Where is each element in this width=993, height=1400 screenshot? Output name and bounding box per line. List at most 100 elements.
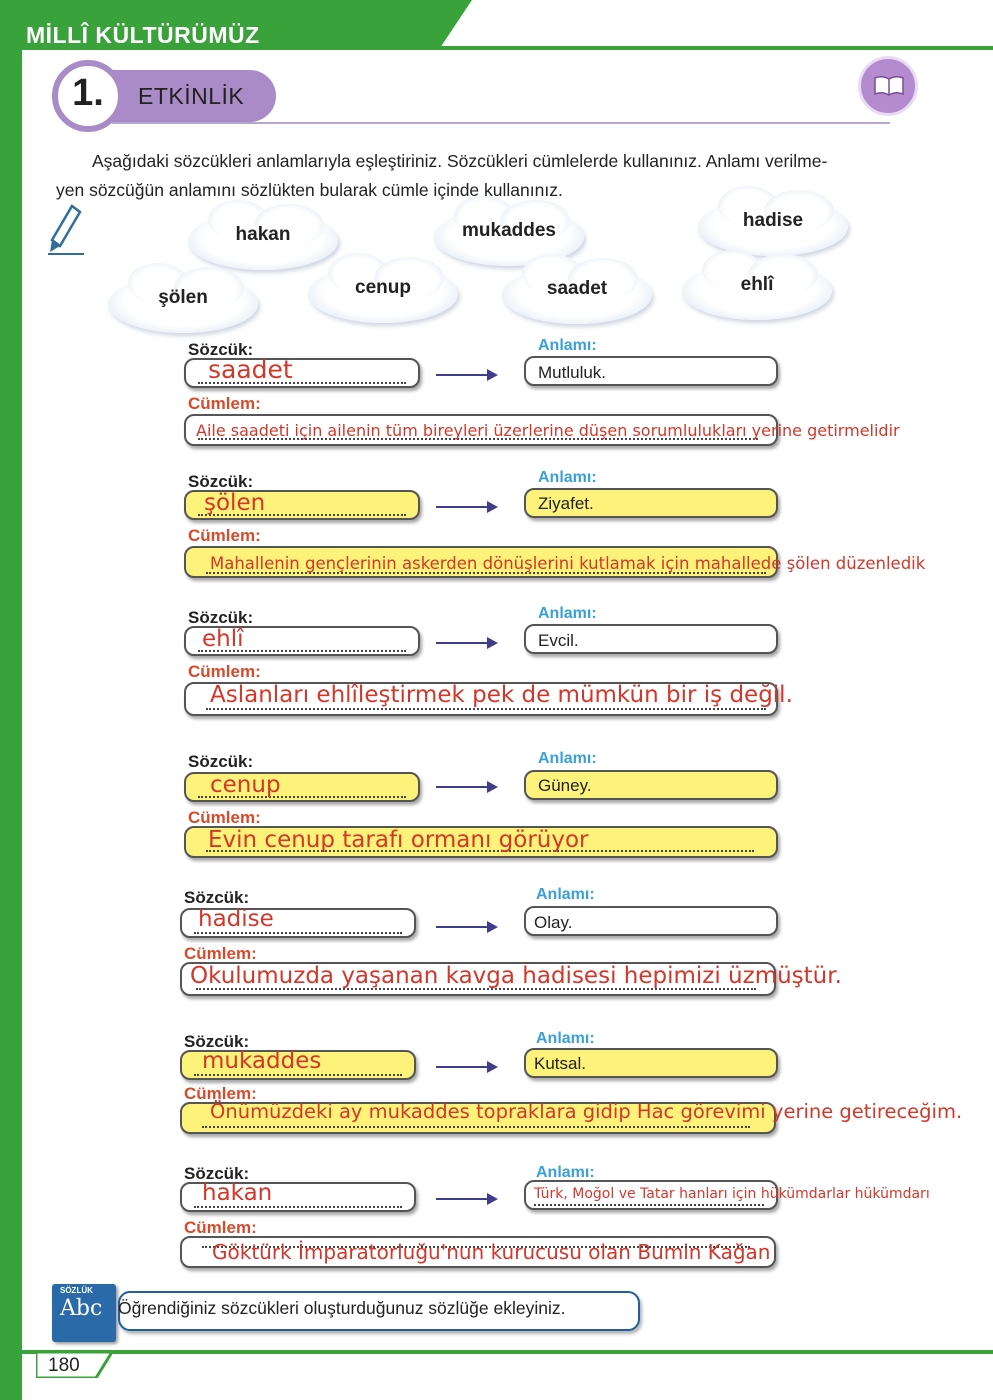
meaning-label: Anlamı: bbox=[536, 1030, 595, 1047]
handwritten-word: hakan bbox=[202, 1180, 273, 1206]
sentence-box bbox=[180, 1102, 776, 1134]
dotted-line bbox=[198, 382, 406, 384]
arrow-icon bbox=[436, 781, 498, 793]
handwritten-sentence: Önümüzdeki ay mukaddes topraklara gidip … bbox=[210, 1100, 963, 1123]
activity-label: ETKİNLİK bbox=[138, 83, 245, 109]
page-number-tab bbox=[36, 1352, 112, 1378]
sentence-box bbox=[180, 1236, 776, 1268]
dotted-line bbox=[198, 514, 406, 516]
meaning-box bbox=[524, 770, 778, 800]
activity-underline bbox=[112, 122, 890, 124]
meaning-box bbox=[524, 1048, 778, 1078]
instructions-line1: Aşağıdaki sözcükleri anlamlarıyla eşleşt… bbox=[92, 151, 828, 171]
word-label: Sözcük: bbox=[188, 472, 254, 491]
activity-number: 1. bbox=[72, 72, 104, 114]
dotted-line bbox=[198, 650, 406, 652]
dotted-line bbox=[194, 1074, 402, 1076]
word-cloud bbox=[308, 253, 458, 323]
dotted-line bbox=[534, 1204, 764, 1206]
meaning-text: Kutsal. bbox=[534, 1054, 586, 1073]
meaning-box bbox=[524, 906, 778, 936]
unit-title: MİLLÎ KÜLTÜRÜMÜZ bbox=[26, 22, 260, 48]
arrow-icon bbox=[436, 921, 498, 933]
dotted-line bbox=[194, 1206, 402, 1208]
meaning-text: Ziyafet. bbox=[538, 494, 594, 513]
word-cloud bbox=[698, 186, 848, 256]
cloud-word: mukaddes bbox=[462, 220, 556, 241]
sentence-box bbox=[180, 962, 776, 996]
arrow-icon bbox=[436, 1061, 498, 1073]
word-label: Sözcük: bbox=[188, 752, 254, 771]
dotted-line bbox=[196, 988, 756, 990]
handwritten-sentence: Aile saadeti için ailenin tüm bireyleri … bbox=[196, 421, 900, 440]
handwritten-sentence: Evin cenup tarafı ormanı görüyor bbox=[208, 827, 589, 853]
sentence-label: Cümlem: bbox=[184, 1084, 257, 1103]
dictionary-book-icon bbox=[52, 1284, 116, 1342]
meaning-label: Anlamı: bbox=[536, 1164, 595, 1181]
cloud-word: hakan bbox=[235, 224, 291, 245]
word-cloud bbox=[188, 200, 338, 270]
header-band bbox=[0, 0, 472, 48]
dotted-line bbox=[198, 796, 406, 798]
footer-note-box bbox=[118, 1291, 640, 1331]
footer-note: Öğrendiğiniz sözcükleri oluşturduğunuz s… bbox=[118, 1298, 566, 1318]
handwritten-sentence: Okulumuzda yaşanan kavga hadisesi hepimi… bbox=[190, 963, 842, 989]
meaning-text: Güney. bbox=[538, 776, 592, 795]
dotted-line bbox=[206, 850, 754, 852]
open-book-icon bbox=[858, 56, 918, 116]
pencil-icon bbox=[48, 204, 84, 255]
handwritten-meaning: Türk, Moğol ve Tatar hanları için hükümd… bbox=[534, 1186, 930, 1202]
left-green-bar bbox=[0, 0, 22, 1400]
word-cloud bbox=[682, 250, 832, 320]
meaning-label: Anlamı: bbox=[536, 886, 595, 903]
sentence-box bbox=[184, 414, 778, 446]
sentence-label: Cümlem: bbox=[188, 526, 261, 545]
handwritten-sentence: Mahallenin gençlerinin askerden dönüşler… bbox=[210, 554, 926, 573]
handwritten-word: mukaddes bbox=[202, 1048, 322, 1074]
dotted-line bbox=[198, 438, 758, 440]
cloud-word: şölen bbox=[158, 287, 208, 308]
arrow-icon bbox=[436, 1193, 498, 1205]
handwritten-word: cenup bbox=[210, 772, 281, 798]
sentence-label: Cümlem: bbox=[184, 1218, 257, 1237]
meaning-label: Anlamı: bbox=[538, 337, 597, 354]
arrow-icon bbox=[436, 637, 498, 649]
dotted-line bbox=[206, 708, 766, 710]
sentence-label: Cümlem: bbox=[188, 662, 261, 681]
dotted-line bbox=[202, 1126, 750, 1128]
sentence-box bbox=[184, 682, 778, 716]
word-cloud bbox=[108, 263, 258, 333]
meaning-label: Anlamı: bbox=[538, 605, 597, 622]
arrow-icon bbox=[436, 369, 498, 381]
sentence-box bbox=[184, 826, 778, 858]
handwritten-sentence: Aslanları ehlîleştirmek pek de mümkün bi… bbox=[210, 682, 793, 708]
handwritten-sentence: Göktürk İmparatorluğu'nun kurucusu olan … bbox=[212, 1240, 771, 1264]
dictionary-abc-label: Abc bbox=[60, 1296, 103, 1321]
activity-pill bbox=[96, 70, 276, 122]
word-cloud bbox=[434, 196, 584, 266]
instructions-line2: yen sözcüğün anlamını sözlükten bularak … bbox=[56, 180, 563, 200]
meaning-text: Evcil. bbox=[538, 631, 579, 650]
handwritten-word: saadet bbox=[208, 355, 293, 384]
arrow-icon bbox=[436, 501, 498, 513]
dotted-line bbox=[194, 932, 402, 934]
sentence-label: Cümlem: bbox=[184, 944, 257, 963]
dictionary-small-label: SÖZLÜK bbox=[60, 1286, 93, 1295]
handwritten-word: ehlî bbox=[202, 626, 244, 652]
word-label: Sözcük: bbox=[188, 608, 254, 627]
dotted-line bbox=[206, 572, 766, 574]
meaning-label: Anlamı: bbox=[538, 750, 597, 767]
cloud-word: hadise bbox=[742, 210, 804, 231]
handwritten-word: şölen bbox=[204, 490, 266, 516]
word-label: Sözcük: bbox=[188, 340, 254, 359]
word-label: Sözcük: bbox=[184, 1164, 250, 1183]
meaning-label: Anlamı: bbox=[538, 469, 597, 486]
meaning-box bbox=[524, 624, 778, 654]
page-number: 180 bbox=[48, 1355, 80, 1376]
meaning-box bbox=[524, 488, 778, 518]
header-line bbox=[22, 46, 993, 50]
bottom-green-line bbox=[0, 1350, 993, 1354]
sentence-label: Cümlem: bbox=[188, 394, 261, 413]
sentence-label: Cümlem: bbox=[188, 808, 261, 827]
meaning-text: Olay. bbox=[534, 913, 573, 932]
